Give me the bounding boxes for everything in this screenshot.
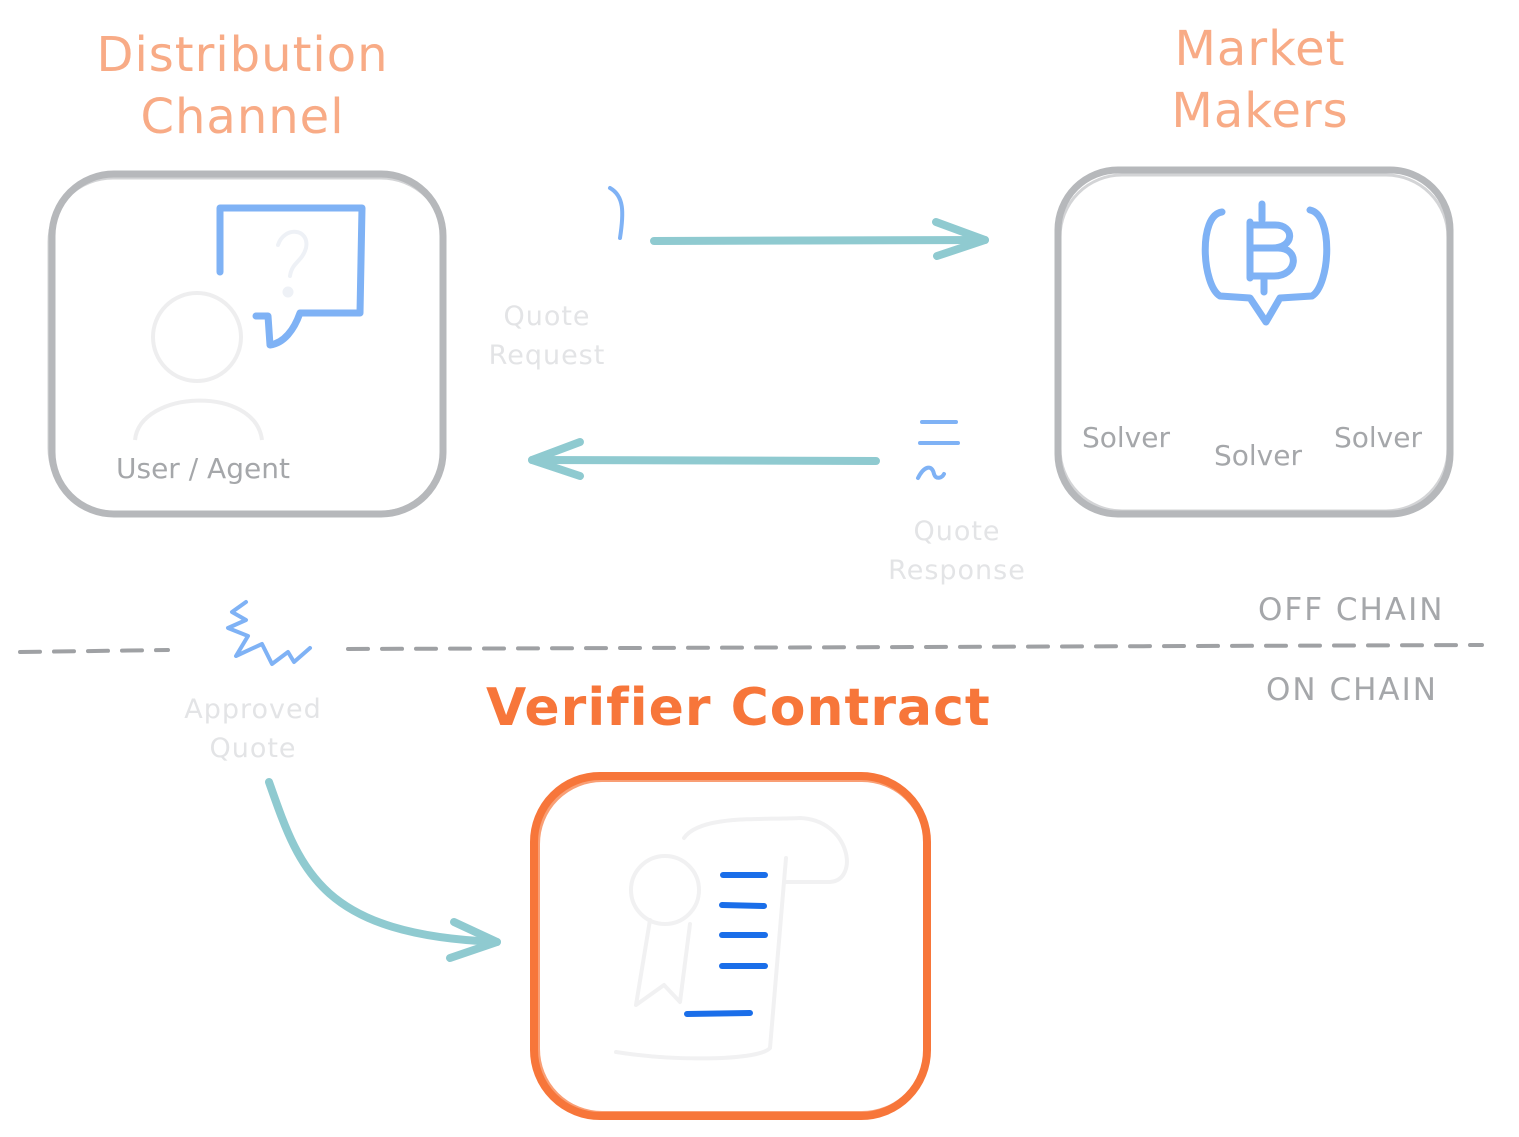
solver-label-left: Solver xyxy=(1082,421,1170,454)
quote-response-icon xyxy=(916,420,960,480)
distribution-box xyxy=(48,170,447,518)
market-makers-box xyxy=(1054,166,1454,518)
approved-quote-arrow xyxy=(265,778,501,962)
user-agent-label: User / Agent xyxy=(116,452,290,485)
chain-divider-right xyxy=(346,643,1484,651)
solver-label-middle: Solver xyxy=(1214,439,1302,472)
solver-label-right: Solver xyxy=(1334,421,1422,454)
off-chain-label: OFF CHAIN xyxy=(1258,592,1445,628)
bitcoin-bubble-icon xyxy=(1201,200,1331,326)
chain-divider-left xyxy=(18,648,170,654)
user-icon xyxy=(133,291,264,441)
quote-response-arrow xyxy=(528,438,880,480)
market-makers-title: Market Makers xyxy=(1171,21,1349,140)
quote-response-label: Quote Response xyxy=(888,516,1026,587)
approved-quote-label: Approved Quote xyxy=(184,694,322,765)
distribution-channel-title: Distribution Channel xyxy=(96,27,389,146)
quote-request-label: Quote Request xyxy=(488,301,606,372)
quote-request-icon xyxy=(608,186,625,240)
verifier-contract-box-sketch xyxy=(536,778,928,1115)
verifier-contract-box xyxy=(530,772,931,1120)
approved-quote-icon xyxy=(226,600,312,666)
market-makers-box-sketch xyxy=(1058,173,1450,513)
certificate-scroll-icon xyxy=(614,816,849,1061)
verifier-contract-title: Verifier Contract xyxy=(486,678,991,738)
speech-bubble-icon xyxy=(216,204,366,349)
on-chain-label: ON CHAIN xyxy=(1266,672,1438,708)
quote-request-arrow xyxy=(650,218,989,260)
distribution-box-sketch xyxy=(47,176,447,514)
